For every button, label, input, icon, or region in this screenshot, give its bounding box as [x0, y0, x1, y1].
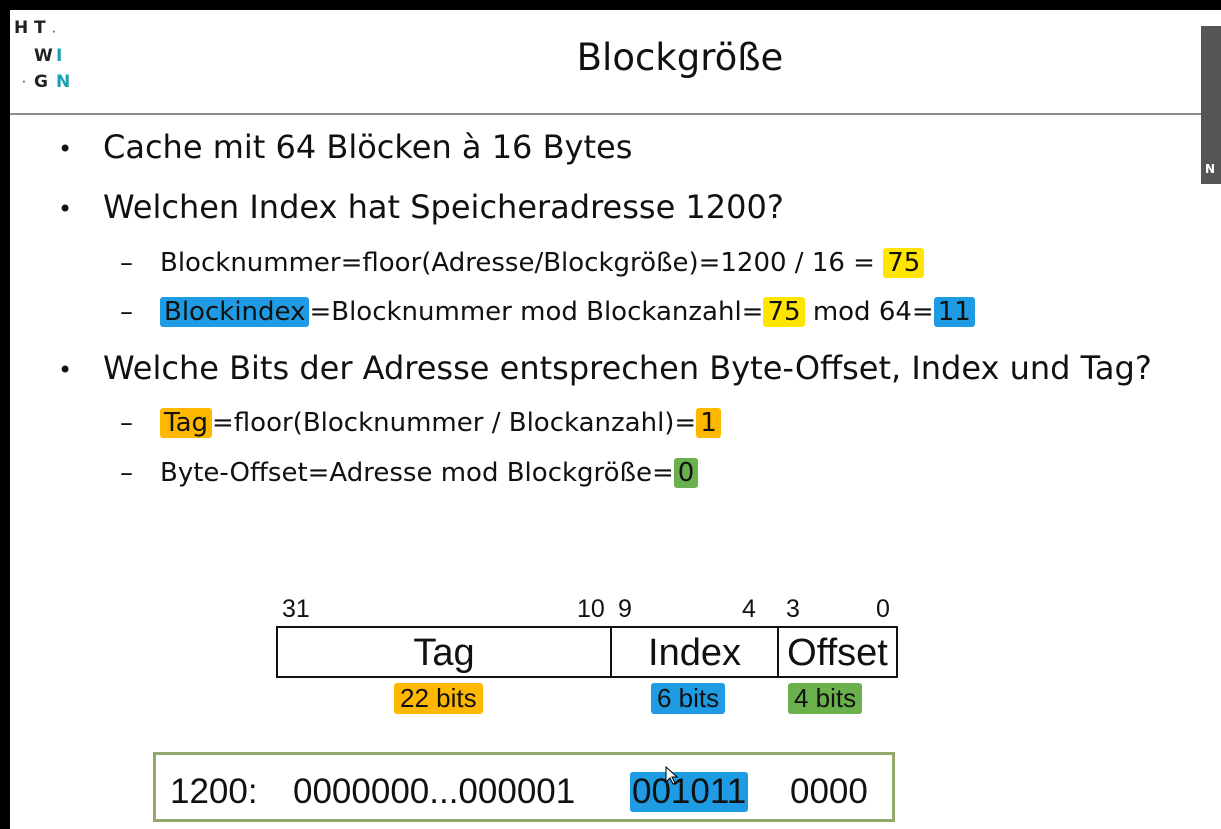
- bit-position-9: 9: [618, 595, 632, 623]
- webcam-letter: N: [1205, 162, 1216, 176]
- header-divider: [10, 113, 1221, 115]
- logo-letter-g: G: [34, 72, 48, 92]
- bullet-index-question: • Welchen Index hat Speicheradresse 1200?: [58, 188, 784, 226]
- slide: H T · W I · G N Blockgröße N • Cache mit …: [10, 10, 1221, 829]
- mouse-cursor-icon: [665, 766, 679, 785]
- address-offset-bits: 0000: [790, 772, 868, 811]
- highlight-blockindex: Blockindex: [160, 297, 310, 327]
- address-bit-fields: Tag Index Offset: [276, 626, 898, 678]
- sub-byte-offset: –Byte-Offset=Adresse mod Blockgröße=0: [120, 458, 699, 488]
- sub-text: =floor(Blocknummer / Blockanzahl)=: [212, 408, 697, 438]
- dash-icon: –: [120, 458, 133, 488]
- bullet-dot-icon: •: [58, 135, 73, 163]
- bullet-dot-icon: •: [58, 195, 73, 223]
- bit-position-3: 3: [786, 595, 800, 623]
- bullet-text: Welche Bits der Adresse entsprechen Byte…: [103, 349, 1152, 387]
- address-label: 1200:: [170, 772, 258, 811]
- sub-text: =Blocknummer mod Blockanzahl=: [309, 297, 764, 327]
- bullet-text: Welchen Index hat Speicheradresse 1200?: [103, 188, 784, 226]
- field-index: Index: [612, 628, 779, 676]
- address-binary-box: 1200: 0000000...000001 001011 0000: [153, 752, 895, 822]
- logo-letter-i: I: [56, 46, 63, 66]
- bullet-text: Blöcken à 16 Bytes: [316, 128, 633, 166]
- webcam-thumbnail: N: [1201, 26, 1221, 184]
- dash-icon: –: [120, 408, 133, 438]
- bullet-bits-question: • Welche Bits der Adresse entsprechen Byt…: [58, 349, 1152, 387]
- slide-title: Blockgröße: [576, 36, 784, 79]
- bit-position-0: 0: [876, 595, 890, 623]
- highlight-tag: Tag: [160, 408, 213, 438]
- logo-dot: ·: [22, 77, 26, 88]
- logo-letter-h: H: [14, 18, 29, 38]
- logo-letter-t: T: [34, 18, 46, 38]
- sub-tag: –Tag=floor(Blocknummer / Blockanzahl)=1: [120, 408, 721, 438]
- sub-blockindex: –Blockindex=Blocknummer mod Blockanzahl=…: [120, 297, 975, 327]
- address-tag-bits: 0000000...000001: [293, 772, 576, 811]
- bit-position-31: 31: [282, 595, 310, 623]
- sub-text: Blocknummer=floor(Adresse/Blockgröße)=12…: [160, 248, 884, 278]
- highlight-0: 0: [673, 458, 699, 488]
- field-tag: Tag: [278, 628, 612, 676]
- highlight-1: 1: [696, 408, 721, 438]
- logo-letter-w: W: [34, 46, 53, 66]
- bullet-dot-icon: •: [58, 356, 73, 384]
- address-index-bits: 001011: [630, 772, 749, 812]
- index-width-label: 6 bits: [651, 683, 726, 714]
- offset-width-label: 4 bits: [788, 683, 863, 714]
- highlight-blocks: 64: [275, 128, 317, 166]
- field-offset: Offset: [787, 632, 888, 674]
- sub-blocknummer: –Blocknummer=floor(Adresse/Blockgröße)=1…: [120, 248, 925, 278]
- dash-icon: –: [120, 297, 133, 327]
- logo-letter-n: N: [56, 72, 71, 92]
- htwg-logo: H T · W I · G N: [10, 10, 100, 110]
- bit-position-10: 10: [577, 595, 605, 623]
- bullet-cache: • Cache mit 64 Blöcken à 16 Bytes: [58, 128, 632, 166]
- highlight-11: 11: [933, 297, 975, 327]
- bit-position-4: 4: [742, 595, 756, 623]
- sub-text: Byte-Offset=Adresse mod Blockgröße=: [160, 458, 674, 488]
- highlight-75: 75: [883, 248, 925, 278]
- highlight-75: 75: [763, 297, 805, 327]
- dash-icon: –: [120, 248, 133, 278]
- bullet-text: Cache mit: [103, 128, 276, 166]
- tag-width-label: 22 bits: [394, 683, 483, 714]
- sub-text: mod 64=: [804, 297, 934, 327]
- logo-dot: ·: [52, 27, 56, 38]
